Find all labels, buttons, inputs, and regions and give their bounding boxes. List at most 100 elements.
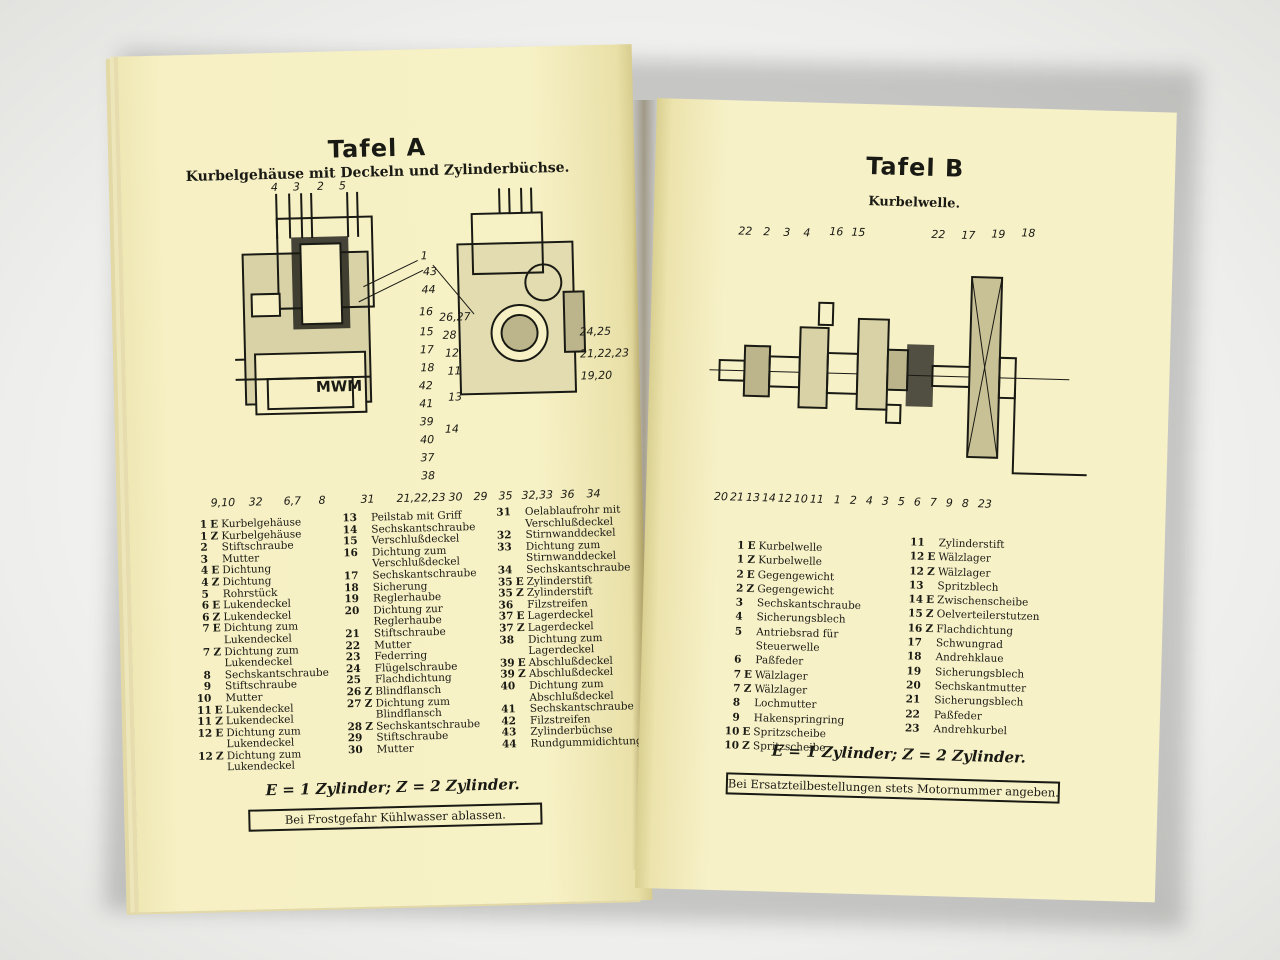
legend-number: 38 xyxy=(499,633,515,647)
crankshaft-diagram: 22 2 3 4 16 15 22 17 19 18 20 21 13 14 1… xyxy=(709,224,1087,511)
legend-part-name: Dichtung zum Lukendeckel xyxy=(223,620,299,647)
legend-number: 16 xyxy=(343,546,359,560)
legend-variant: Z xyxy=(925,608,934,621)
svg-text:14: 14 xyxy=(445,422,459,435)
svg-text:44: 44 xyxy=(421,283,435,296)
svg-text:31: 31 xyxy=(360,493,374,506)
legend-variant xyxy=(511,530,525,542)
svg-text:21,22,23: 21,22,23 xyxy=(580,346,629,360)
legend-variant xyxy=(742,625,757,654)
svg-text:39: 39 xyxy=(420,415,434,428)
legend-part-name: Rundgummidichtung xyxy=(530,734,643,750)
svg-text:32: 32 xyxy=(248,495,262,508)
svg-text:22: 22 xyxy=(738,224,752,237)
svg-text:12: 12 xyxy=(778,492,792,505)
legend-part-name: Dichtung zum Lukendeckel xyxy=(226,748,302,774)
legend-number: 16 xyxy=(907,622,923,635)
legend-variant xyxy=(357,536,371,548)
right-page: Tafel B Kurbelwelle. 22 2 3 4 xyxy=(634,98,1177,903)
legend-number: 12 xyxy=(909,564,925,578)
svg-text:2: 2 xyxy=(763,225,770,238)
svg-text:3: 3 xyxy=(783,226,790,239)
svg-text:22: 22 xyxy=(931,228,945,241)
legend-part-name: Wälzlager xyxy=(937,565,991,580)
legend-variant xyxy=(211,670,225,682)
legend-variant: Z xyxy=(515,587,524,600)
legend-variant: Z xyxy=(926,565,935,578)
legend-number: 2 xyxy=(735,582,744,595)
legend-variant xyxy=(359,582,373,594)
legend-number: 30 xyxy=(347,743,363,757)
legend-variant: Z xyxy=(743,682,752,695)
legend-part-name: Dichtung zur Reglerhaube xyxy=(373,602,443,628)
legend-number: 4 xyxy=(735,611,743,624)
svg-text:11: 11 xyxy=(447,364,461,377)
legend-variant: Z xyxy=(215,750,224,763)
legend-variant xyxy=(512,565,526,577)
svg-text:29: 29 xyxy=(473,490,487,503)
legend-variant: E xyxy=(746,568,755,581)
legend-variant: E xyxy=(212,622,221,635)
legend-part-name: Antriebsrad für Steuerwelle xyxy=(755,625,839,654)
svg-text:24,25: 24,25 xyxy=(579,325,611,339)
legend-number: 3 xyxy=(735,596,744,609)
legend-variant: E xyxy=(743,668,753,681)
callout-1: 1 xyxy=(420,249,427,262)
legend-variant xyxy=(362,733,376,745)
legend-variant xyxy=(743,596,757,611)
legend-variant: Z xyxy=(211,576,220,589)
legend-number: 1 xyxy=(737,539,745,552)
engine-label: MWM xyxy=(316,377,363,396)
legend-variant xyxy=(922,636,936,651)
legend-number: 13 xyxy=(908,579,924,592)
svg-text:40: 40 xyxy=(420,433,434,446)
legend-number: 17 xyxy=(907,636,923,649)
legend-number: 7 xyxy=(202,622,210,636)
svg-text:15: 15 xyxy=(851,226,865,239)
svg-text:19,20: 19,20 xyxy=(580,369,612,383)
legend-variant: Z xyxy=(925,622,934,635)
svg-text:9: 9 xyxy=(946,496,953,509)
svg-text:12: 12 xyxy=(445,346,459,359)
svg-text:8: 8 xyxy=(318,494,325,507)
legend-variant: E xyxy=(927,551,936,564)
legend-number: 11 xyxy=(909,536,925,549)
legend-part-name: Oelablaufrohr mit Verschlußdeckel xyxy=(524,503,621,530)
legend-variant xyxy=(516,715,530,727)
legend-number: 10 xyxy=(724,725,740,738)
legend-variant xyxy=(515,681,530,705)
svg-text:3: 3 xyxy=(882,495,889,508)
legend-part-name: Wälzlager xyxy=(754,668,808,683)
legend-number: 7 xyxy=(733,682,741,695)
svg-text:38: 38 xyxy=(421,469,435,482)
legend-number: 2 xyxy=(736,568,744,581)
legend-variant: E xyxy=(209,518,219,531)
legend-number: 44 xyxy=(501,738,517,751)
legend-variant xyxy=(512,542,527,566)
legend-part-name: Mutter xyxy=(376,742,415,756)
callout-5: 5 xyxy=(339,179,346,192)
legend-number: 19 xyxy=(906,665,922,678)
legend-variant xyxy=(921,650,935,665)
svg-text:8: 8 xyxy=(962,497,969,510)
svg-text:16: 16 xyxy=(829,225,843,238)
legend-variant xyxy=(923,579,937,594)
legend-variant xyxy=(208,542,222,554)
svg-text:4: 4 xyxy=(803,226,810,239)
svg-text:18: 18 xyxy=(420,361,434,374)
legend-variant xyxy=(919,722,933,737)
legend-variant: Z xyxy=(747,554,756,567)
legend-variant xyxy=(359,594,373,606)
legend-number: 15 xyxy=(907,607,923,621)
svg-text:36: 36 xyxy=(560,488,574,501)
svg-text:28: 28 xyxy=(442,328,456,341)
svg-text:32,33: 32,33 xyxy=(521,488,553,502)
legend-entry: 30 Mutter xyxy=(345,742,495,757)
legend-variant xyxy=(516,704,530,716)
